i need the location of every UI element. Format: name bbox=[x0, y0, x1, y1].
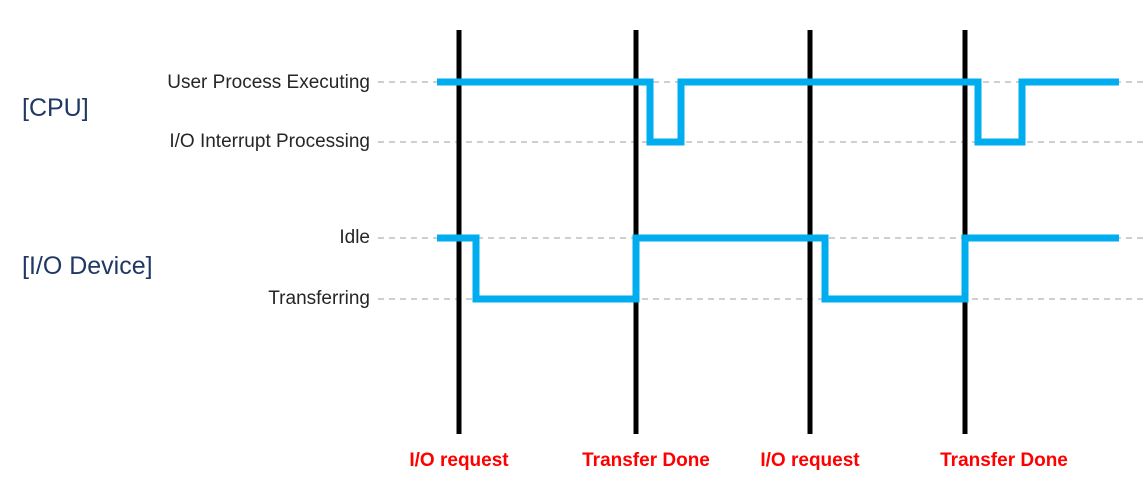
state-label-user-process-executing: User Process Executing bbox=[167, 72, 370, 93]
state-label-io-interrupt-processing: I/O Interrupt Processing bbox=[169, 131, 370, 152]
group-label-cpu: [CPU] bbox=[22, 94, 89, 122]
group-label-io-device: [I/O Device] bbox=[22, 252, 153, 280]
state-label-idle: Idle bbox=[339, 227, 370, 248]
waveform-io-device bbox=[437, 234, 1119, 303]
state-label-transferring: Transferring bbox=[268, 288, 370, 309]
waveform-cpu bbox=[437, 78, 1119, 146]
event-label-1-io-request: I/O request bbox=[409, 450, 509, 471]
event-label-3-io-request: I/O request bbox=[760, 450, 860, 471]
event-line-group bbox=[456, 30, 968, 434]
event-label-4-transfer-done: Transfer Done bbox=[940, 450, 1068, 471]
event-label-2-transfer-done: Transfer Done bbox=[582, 450, 710, 471]
gridline-group bbox=[378, 81, 1146, 300]
